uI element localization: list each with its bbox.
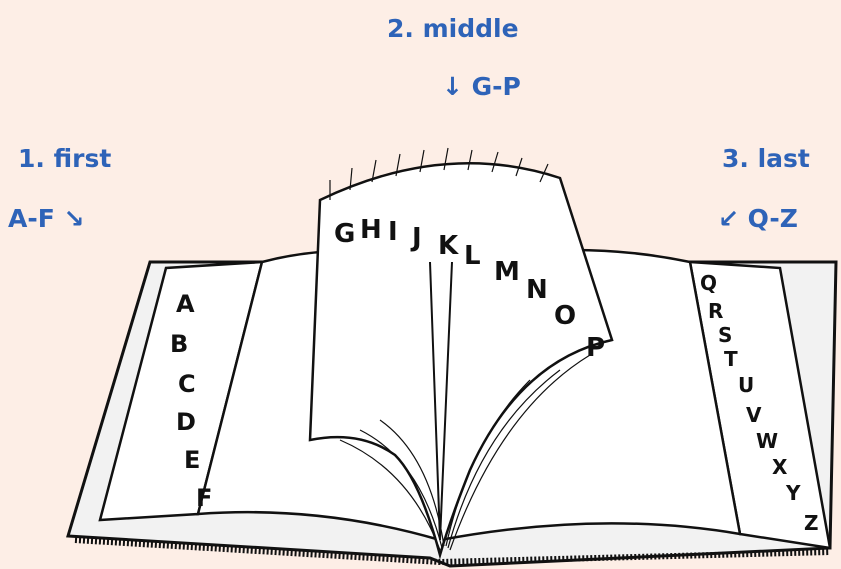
tab-left-3: D — [176, 408, 196, 436]
tab-left-4: E — [184, 446, 200, 474]
tab-right-0: Q — [700, 271, 717, 295]
tab-middle-0: G — [334, 219, 355, 249]
tab-middle-4: K — [438, 231, 459, 261]
tab-middle-9: P — [586, 333, 605, 363]
tab-left-0: A — [176, 290, 195, 318]
tab-right-2: S — [718, 323, 732, 347]
tab-right-1: R — [708, 299, 723, 323]
tab-middle-1: H — [360, 215, 382, 245]
tab-right-5: V — [746, 403, 762, 427]
tab-middle-3: J — [410, 223, 422, 253]
tab-middle-5: L — [464, 241, 481, 271]
tab-middle-7: N — [526, 275, 548, 305]
tab-right-4: U — [738, 373, 754, 397]
tab-middle-8: O — [554, 301, 576, 331]
tab-middle-6: M — [494, 257, 520, 287]
tab-middle-2: I — [388, 217, 398, 247]
tab-right-7: X — [772, 455, 788, 479]
tab-right-9: Z — [804, 511, 819, 535]
tab-right-6: W — [756, 429, 778, 453]
tab-left-1: B — [170, 330, 188, 358]
tab-right-3: T — [724, 347, 738, 371]
tab-right-8: Y — [785, 481, 801, 505]
tab-left-2: C — [178, 370, 196, 398]
tab-left-5: F — [196, 484, 212, 512]
